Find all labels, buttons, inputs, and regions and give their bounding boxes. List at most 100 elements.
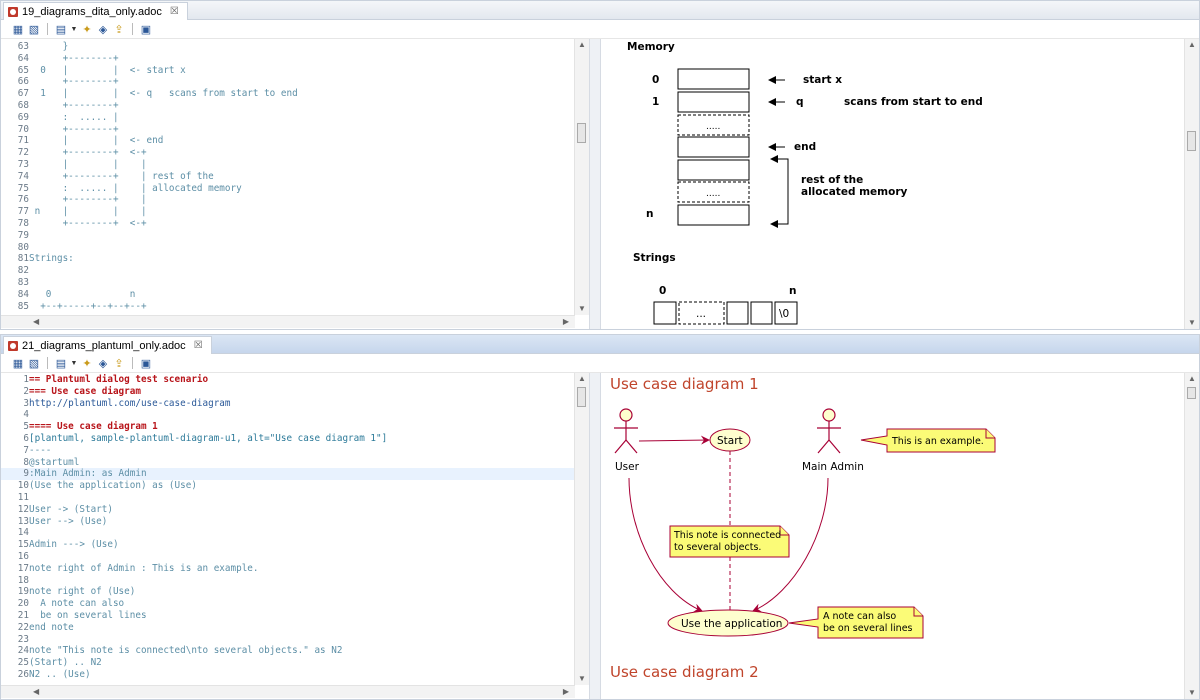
code-line[interactable]: 84 0 n <box>1 289 575 301</box>
code-line[interactable]: 83 <box>1 277 575 289</box>
code-line[interactable]: 76 +--------+ | <box>1 194 575 206</box>
code-line[interactable]: 73 | | | <box>1 159 575 171</box>
bottom-preview-vscroll[interactable]: ▲ ▼ <box>1184 373 1199 699</box>
code-line[interactable]: 23 <box>1 634 575 646</box>
code-line[interactable]: 11 <box>1 492 575 504</box>
code-line[interactable]: 4 <box>1 409 575 421</box>
close-icon[interactable]: ☒ <box>169 5 179 17</box>
code-line[interactable]: 65 0 | | <- start x <box>1 65 575 77</box>
scroll-up-icon[interactable]: ▲ <box>578 374 586 383</box>
code-line[interactable]: 7---- <box>1 445 575 457</box>
image-icon[interactable]: ▧ <box>28 23 40 36</box>
code-line[interactable]: 15Admin ---> (Use) <box>1 539 575 551</box>
code-line[interactable]: 25(Start) .. N2 <box>1 657 575 669</box>
table-icon[interactable]: ▦ <box>12 357 24 370</box>
scroll-up-icon[interactable]: ▲ <box>1188 40 1196 49</box>
code-line[interactable]: 78 +--------+ <-+ <box>1 218 575 230</box>
top-split-divider[interactable] <box>589 39 601 329</box>
top-preview-vscroll[interactable]: ▲ ▼ <box>1184 39 1199 329</box>
code-line[interactable]: 5==== Use case diagram 1 <box>1 421 575 433</box>
bottom-source-hscroll[interactable]: ◀ ▶ <box>1 685 575 698</box>
bottom-editor-tab[interactable]: 21_diagrams_plantuml_only.adoc ☒ <box>3 336 212 354</box>
code-line[interactable]: 3http://plantuml.com/use-case-diagram <box>1 398 575 410</box>
code-line[interactable]: 81Strings: <box>1 253 575 265</box>
lightbulb-icon[interactable]: ✦ <box>82 357 92 370</box>
code-line[interactable]: 10(Use the application) as (Use) <box>1 480 575 492</box>
export-icon[interactable]: ⇪ <box>114 23 124 36</box>
code-line[interactable]: 72 +--------+ <-+ <box>1 147 575 159</box>
code-line[interactable]: 82 <box>1 265 575 277</box>
scroll-thumb[interactable] <box>1187 131 1196 151</box>
code-line[interactable]: 67 1 | | <- q scans from start to end <box>1 88 575 100</box>
lightbulb-icon[interactable]: ✦ <box>82 23 92 36</box>
scroll-right-icon[interactable]: ▶ <box>562 317 569 326</box>
code-line[interactable]: 79 <box>1 230 575 242</box>
image-icon[interactable]: ▧ <box>28 357 40 370</box>
code-line[interactable]: 80 <box>1 242 575 254</box>
scroll-down-icon[interactable]: ▼ <box>1188 318 1196 327</box>
scroll-down-icon[interactable]: ▼ <box>1188 688 1196 697</box>
code-line[interactable]: 69 : ..... | <box>1 112 575 124</box>
code-line[interactable]: 70 +--------+ <box>1 124 575 136</box>
code-line[interactable]: 8@startuml <box>1 457 575 469</box>
template-icon[interactable]: ▤ <box>55 357 67 370</box>
code-line[interactable]: 18 <box>1 575 575 587</box>
code-line[interactable]: 14 <box>1 527 575 539</box>
code-line[interactable]: 24note "This note is connected\nto sever… <box>1 645 575 657</box>
top-source-hscroll[interactable]: ◀ ▶ <box>1 315 575 328</box>
scroll-right-icon[interactable]: ▶ <box>562 687 569 696</box>
code-line[interactable]: 22end note <box>1 622 575 634</box>
close-icon[interactable]: ☒ <box>193 339 203 351</box>
code-line[interactable]: 1== Plantuml dialog test scenario <box>1 374 575 386</box>
code-line[interactable]: 71 | | <- end <box>1 135 575 147</box>
code-line[interactable]: 66 +--------+ <box>1 76 575 88</box>
scroll-thumb[interactable] <box>577 387 586 407</box>
actor-user-icon <box>614 408 638 454</box>
diagram-icon[interactable]: ◈ <box>98 23 108 36</box>
scroll-left-icon[interactable]: ◀ <box>33 317 40 326</box>
code-line[interactable]: 77 n | | | <box>1 206 575 218</box>
scroll-up-icon[interactable]: ▲ <box>578 40 586 49</box>
code-line[interactable]: 16 <box>1 551 575 563</box>
code-line[interactable]: 13User --> (Use) <box>1 516 575 528</box>
diagram-icon[interactable]: ◈ <box>98 357 108 370</box>
scroll-down-icon[interactable]: ▼ <box>578 304 586 313</box>
top-source-vscroll[interactable]: ▲ ▼ <box>574 39 589 315</box>
code-line[interactable]: 2=== Use case diagram <box>1 386 575 398</box>
table-icon[interactable]: ▦ <box>12 23 24 36</box>
code-line[interactable]: 63 } <box>1 41 575 53</box>
code-line[interactable]: 17note right of Admin : This is an examp… <box>1 563 575 575</box>
scroll-left-icon[interactable]: ◀ <box>33 687 40 696</box>
code-line[interactable]: 74 +--------+ | rest of the <box>1 171 575 183</box>
scroll-up-icon[interactable]: ▲ <box>1188 374 1196 383</box>
export-icon[interactable]: ⇪ <box>114 357 124 370</box>
scroll-down-icon[interactable]: ▼ <box>578 674 586 683</box>
dropdown-arrow-icon[interactable]: ▼ <box>70 359 78 367</box>
code-line[interactable]: 75 : ..... | | allocated memory <box>1 183 575 195</box>
code-line[interactable]: 12User -> (Start) <box>1 504 575 516</box>
dropdown-arrow-icon[interactable]: ▼ <box>70 25 78 33</box>
code-line[interactable]: 64 +--------+ <box>1 53 575 65</box>
template-icon[interactable]: ▤ <box>55 23 67 36</box>
code-line[interactable]: 20 A note can also <box>1 598 575 610</box>
label-scan: scans from start to end <box>844 96 983 108</box>
preview-icon[interactable]: ▣ <box>140 23 152 36</box>
code-line[interactable]: 85 +--+-----+--+--+--+ <box>1 301 575 313</box>
bottom-source-vscroll[interactable]: ▲ ▼ <box>574 373 589 685</box>
code-line[interactable]: 19note right of (Use) <box>1 586 575 598</box>
line-text: } <box>29 41 69 52</box>
code-line[interactable]: 26N2 .. (Use) <box>1 669 575 681</box>
code-line[interactable]: 6[plantuml, sample-plantuml-diagram-u1, … <box>1 433 575 445</box>
bottom-split-divider[interactable] <box>589 373 601 699</box>
code-line[interactable]: 9:Main Admin: as Admin <box>1 468 575 481</box>
preview-icon[interactable]: ▣ <box>140 357 152 370</box>
scroll-thumb[interactable] <box>577 123 586 143</box>
code-line[interactable]: 21 be on several lines <box>1 610 575 622</box>
scroll-thumb[interactable] <box>1187 387 1196 399</box>
code-line[interactable]: 68 +--------+ <box>1 100 575 112</box>
top-editor-tab[interactable]: 19_diagrams_dita_only.adoc ☒ <box>3 2 188 20</box>
